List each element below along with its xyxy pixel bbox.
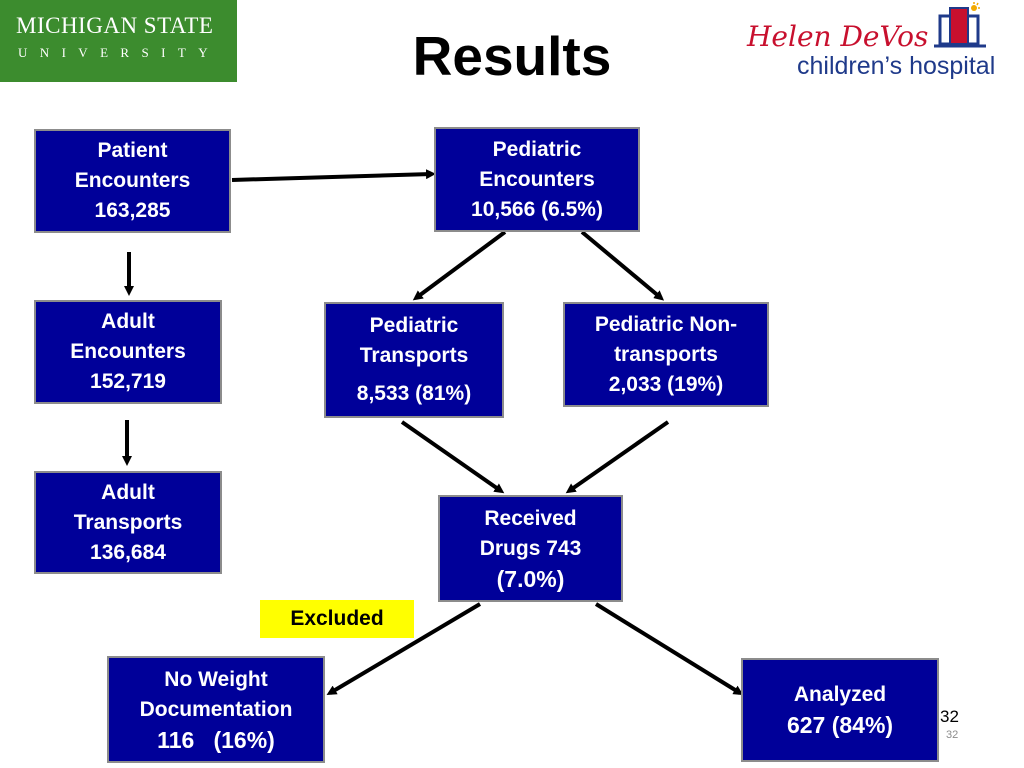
page-number: 32	[940, 707, 959, 726]
box-line: Transports	[73, 510, 183, 534]
pediatric-encounters-box: Pediatric Encounters 10,566 (6.5%)	[434, 127, 640, 232]
box-line: Encounters	[479, 167, 595, 191]
excluded-label: Excluded	[260, 600, 414, 638]
pediatric-nontransports-box: Pediatric Non- transports 2,033 (19%)	[563, 302, 769, 407]
box-line: 2,033 (19%)	[608, 372, 724, 396]
adult-transports-box: Adult Transports 136,684	[34, 471, 222, 574]
box-line: Received	[484, 506, 577, 530]
box-line: Encounters	[74, 169, 191, 192]
received-drugs-box: Received Drugs 743 (7.0%)	[438, 495, 623, 602]
hospital-logo-sub: children’s hospital	[797, 52, 996, 80]
box-line: 627 (84%)	[786, 712, 894, 738]
analyzed-box: Analyzed 627 (84%)	[741, 658, 939, 762]
arrow-pediatric-to-nontransports	[580, 230, 665, 301]
adult-encounters-box: Adult Encounters 152,719	[34, 300, 222, 404]
arrow-pediatric-to-transports	[412, 230, 507, 301]
arrow-drugs-to-analyzed	[594, 602, 744, 696]
box-line: Patient	[97, 139, 168, 162]
msu-logo-line2: UNIVERSITY	[18, 45, 220, 60]
pediatric-transports-box: Pediatric Transports 8,533 (81%)	[324, 302, 504, 418]
box-line: Adult	[101, 310, 155, 333]
box-line: 152,719	[90, 370, 166, 393]
arrow-drugs-to-no-weight	[326, 602, 482, 696]
box-line: No Weight	[164, 667, 268, 691]
box-line: 10,566 (6.5%)	[471, 197, 603, 221]
arrow-patient-to-pediatric	[231, 169, 436, 182]
hospital-logo-script: Helen DeVos	[747, 20, 929, 53]
msu-logo-line1: MICHIGAN STATE	[16, 13, 214, 38]
arrow-transports-to-drugs	[400, 420, 505, 494]
box-line: Adult	[101, 480, 155, 504]
patient-encounters-box: Patient Encounters 163,285	[34, 129, 231, 233]
no-weight-documentation-box: No Weight Documentation 116 (16%)	[107, 656, 325, 763]
page-number-small: 32	[946, 729, 959, 741]
box-line: 8,533 (81%)	[356, 382, 472, 405]
box-line: Pediatric	[369, 314, 459, 337]
box-line: (7.0%)	[496, 565, 565, 592]
box-line: Drugs 743	[479, 536, 582, 560]
slide-title: Results	[412, 25, 612, 87]
box-line: Pediatric	[492, 137, 582, 161]
box-line: Pediatric Non-	[594, 312, 738, 336]
box-line: 136,684	[90, 540, 166, 564]
hospital-logo: Helen DeVos children’s hospital	[745, 0, 1024, 82]
box-line: Encounters	[70, 340, 186, 363]
box-line: transports	[614, 342, 718, 366]
box-line: 163,285	[94, 199, 171, 222]
msu-logo: MICHIGAN STATE UNIVERSITY	[0, 0, 237, 82]
box-line: Documentation	[139, 697, 293, 721]
box-line: 116 (16%)	[157, 726, 275, 753]
box-line: Analyzed	[793, 683, 887, 706]
hospital-building-icon	[934, 2, 986, 48]
box-line: Transports	[359, 344, 469, 367]
arrow-nontransports-to-drugs	[565, 420, 670, 494]
